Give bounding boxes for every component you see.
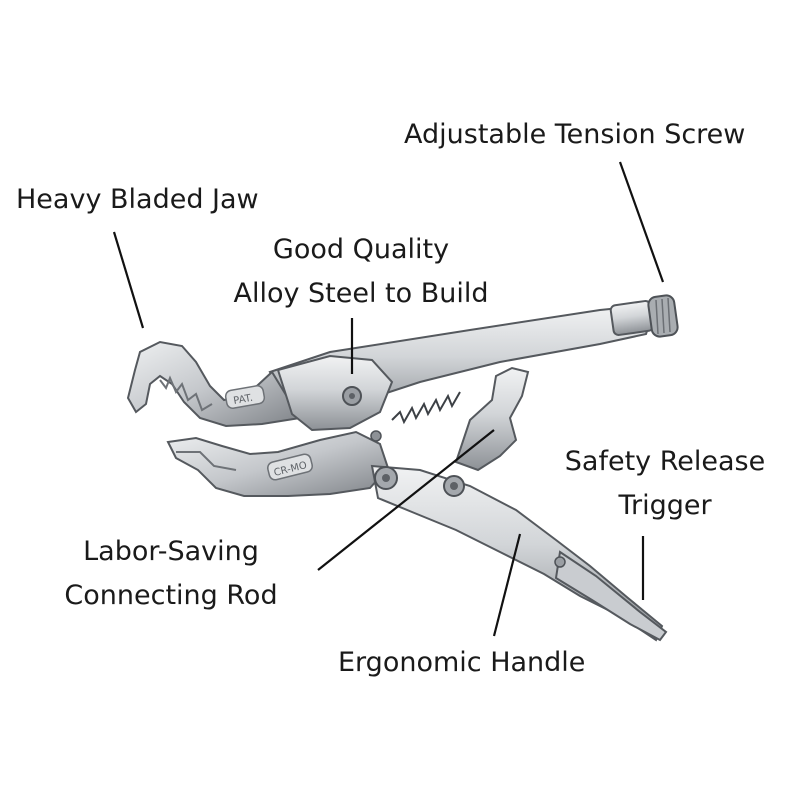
leader-tension-screw <box>618 161 665 283</box>
label-jaw: Heavy Bladed Jaw <box>16 178 259 222</box>
label-handle-text: Ergonomic Handle <box>338 647 586 678</box>
spring <box>391 391 461 425</box>
small-pin <box>370 430 382 442</box>
label-handle: Ergonomic Handle <box>338 641 585 685</box>
label-alloy-line2: Alloy Steel to Build <box>233 278 489 309</box>
label-connecting-rod-line2: Connecting Rod <box>64 580 278 611</box>
crmo-plate <box>266 453 314 481</box>
upper-jaw <box>126 340 302 428</box>
label-tension-screw-text: Adjustable Tension Screw <box>404 119 746 150</box>
label-alloy-line1: Good Quality <box>272 234 450 265</box>
trigger-rivet <box>554 556 566 568</box>
leader-jaw <box>112 231 145 329</box>
connecting-rod <box>454 366 530 472</box>
body-plate <box>276 354 394 432</box>
label-alloy: Good Quality Alloy Steel to Build <box>216 228 506 316</box>
label-connecting-rod: Labor-Saving Connecting Rod <box>44 530 298 618</box>
label-release-trigger: Safety Release Trigger <box>552 440 778 528</box>
release-trigger <box>554 550 668 642</box>
pat-plate <box>224 385 266 409</box>
jaw-teeth <box>159 375 213 412</box>
label-release-trigger-line1: Safety Release <box>564 446 766 477</box>
label-release-trigger-line2: Trigger <box>618 490 712 521</box>
tension-screw-knob <box>647 294 679 338</box>
label-connecting-rod-line1: Labor-Saving <box>83 536 259 567</box>
leader-handle <box>492 533 522 637</box>
label-tension-screw: Adjustable Tension Screw <box>404 113 745 157</box>
pat-stamp: PAT. <box>233 393 254 407</box>
adjusting-barrel <box>609 300 655 336</box>
label-jaw-text: Heavy Bladed Jaw <box>16 184 259 215</box>
leader-connecting-rod <box>317 429 495 571</box>
